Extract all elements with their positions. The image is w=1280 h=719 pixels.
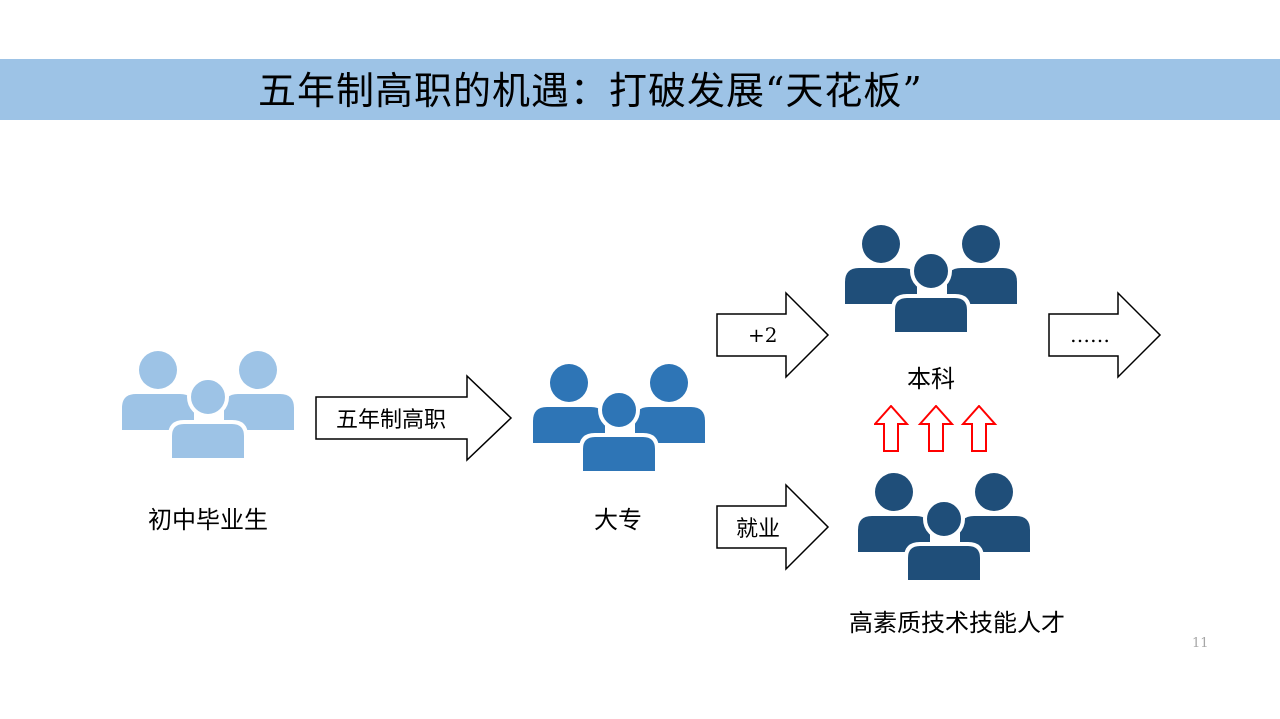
- arrow-label: ……: [1070, 323, 1110, 347]
- arrow-right: 五年制高职: [315, 374, 513, 462]
- title-bar: [0, 59, 1280, 120]
- arrow-right: +2: [716, 291, 830, 379]
- slide-title: 五年制高职的机遇：打破发展“天花板”: [258, 69, 923, 113]
- arrow-label: 就业: [736, 517, 781, 542]
- node-label: 本科: [907, 365, 955, 393]
- node-label: 初中毕业生: [148, 506, 268, 534]
- people-group-icon: [858, 472, 1032, 586]
- arrow-right: ……: [1048, 291, 1162, 379]
- upward-arrows: [872, 404, 998, 457]
- node-label: 大专: [594, 506, 642, 534]
- arrow-right: 就业: [716, 483, 830, 571]
- arrow-label: +2: [748, 323, 778, 347]
- people-group-icon: [122, 350, 296, 464]
- arrow-label: 五年制高职: [336, 408, 447, 433]
- up-arrow-icon: [917, 404, 955, 452]
- people-group-icon: [845, 224, 1019, 338]
- up-arrow-icon: [872, 404, 910, 452]
- node-label: 高素质技术技能人才: [849, 609, 1065, 637]
- people-group-icon: [533, 363, 707, 477]
- up-arrow-icon: [960, 404, 998, 452]
- page-number: 11: [1192, 636, 1209, 651]
